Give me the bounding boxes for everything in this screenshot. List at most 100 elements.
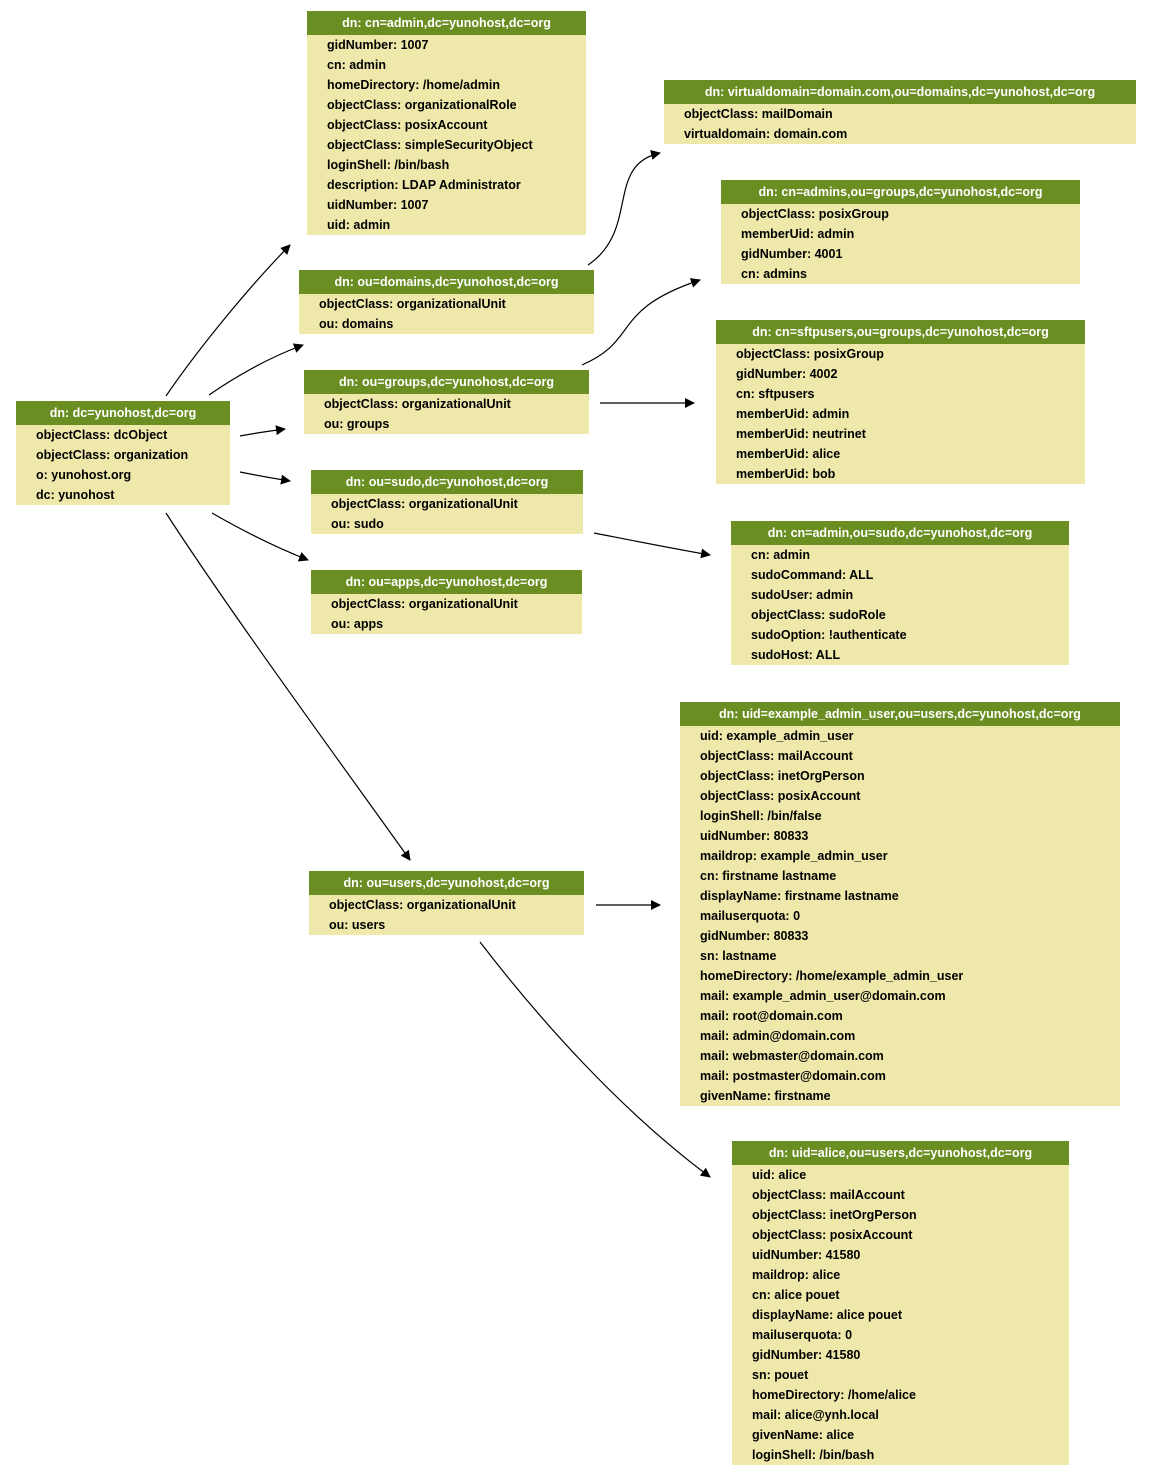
node-cn-admin-sudo: dn: cn=admin,ou=sudo,dc=yunohost,dc=org c…	[731, 521, 1069, 665]
node-attribute: homeDirectory: /home/example_admin_user	[700, 969, 964, 983]
node-attribute: objectClass: posixAccount	[752, 1228, 913, 1242]
node-attribute: homeDirectory: /home/alice	[752, 1388, 916, 1402]
node-attribute: objectClass: dcObject	[36, 428, 168, 442]
node-attribute: cn: admins	[741, 267, 807, 281]
node-attribute: gidNumber: 4001	[741, 247, 843, 261]
node-attribute: objectClass: organizationalUnit	[329, 898, 516, 912]
node-attribute: uidNumber: 80833	[700, 829, 809, 843]
node-attribute: objectClass: simpleSecurityObject	[327, 138, 533, 152]
node-dn-header: dn: ou=groups,dc=yunohost,dc=org	[304, 370, 589, 394]
node-attribute: gidNumber: 41580	[752, 1348, 861, 1362]
edge-root-to-ou-domains	[208, 343, 304, 396]
node-attribute: objectClass: mailAccount	[700, 749, 853, 763]
edge-ou-groups-to-cn-admins	[581, 278, 701, 366]
node-attribute: objectClass: inetOrgPerson	[752, 1208, 917, 1222]
node-attribute: objectClass: mailDomain	[684, 107, 833, 121]
node-cn-sftpusers: dn: cn=sftpusers,ou=groups,dc=yunohost,d…	[716, 320, 1085, 484]
node-attribute: uidNumber: 1007	[327, 198, 429, 212]
node-dn-header: dn: cn=sftpusers,ou=groups,dc=yunohost,d…	[716, 320, 1085, 344]
node-attribute: displayName: alice pouet	[752, 1308, 903, 1322]
node-attribute: objectClass: mailAccount	[752, 1188, 905, 1202]
node-virtualdomain: dn: virtualdomain=domain.com,ou=domains,…	[664, 80, 1136, 144]
node-attribute: cn: admin	[751, 548, 811, 562]
edge-ou-domains-to-virtualdomain	[587, 150, 661, 266]
node-attribute: cn: sftpusers	[736, 387, 815, 401]
edge-root-to-ou-groups	[239, 425, 286, 437]
node-attribute: mail: webmaster@domain.com	[700, 1049, 884, 1063]
node-dn-header: dn: virtualdomain=domain.com,ou=domains,…	[664, 80, 1136, 104]
node-attribute: description: LDAP Administrator	[327, 178, 521, 192]
node-attribute: objectClass: organizationalUnit	[319, 297, 506, 311]
node-attribute: sudoHost: ALL	[751, 648, 841, 662]
node-attribute: objectClass: posixAccount	[327, 118, 488, 132]
node-uid-alice: dn: uid=alice,ou=users,dc=yunohost,dc=or…	[732, 1141, 1069, 1465]
node-attribute: mail: root@domain.com	[700, 1009, 843, 1023]
node-dn-header: dn: uid=example_admin_user,ou=users,dc=y…	[680, 702, 1120, 726]
node-attribute: objectClass: posixGroup	[741, 207, 889, 221]
node-dn-header: dn: cn=admins,ou=groups,dc=yunohost,dc=o…	[721, 180, 1080, 204]
node-attribute: sn: pouet	[752, 1368, 809, 1382]
node-attribute: mailuserquota: 0	[752, 1328, 853, 1342]
node-dn-header: dn: ou=domains,dc=yunohost,dc=org	[299, 270, 594, 294]
node-attribute: memberUid: bob	[736, 467, 836, 481]
node-attribute: objectClass: posixAccount	[700, 789, 861, 803]
node-attribute: objectClass: organizationalRole	[327, 98, 517, 112]
node-dn-header: dn: dc=yunohost,dc=org	[16, 401, 230, 425]
node-attribute: loginShell: /bin/bash	[327, 158, 450, 172]
node-attribute: givenName: firstname	[700, 1089, 831, 1103]
node-dn-header: dn: cn=admin,ou=sudo,dc=yunohost,dc=org	[731, 521, 1069, 545]
node-attribute: mail: postmaster@domain.com	[700, 1069, 886, 1083]
node-attribute: objectClass: inetOrgPerson	[700, 769, 865, 783]
node-attribute: sudoOption: !authenticate	[751, 628, 907, 642]
node-attribute: givenName: alice	[752, 1428, 855, 1442]
node-attribute: mailuserquota: 0	[700, 909, 801, 923]
node-attribute: objectClass: posixGroup	[736, 347, 884, 361]
edge-root-to-ou-sudo	[239, 471, 291, 485]
edge-root-to-cn-admin	[165, 244, 291, 397]
node-attribute: ou: users	[329, 918, 386, 932]
node-attribute: uid: alice	[752, 1168, 807, 1182]
node-attribute: objectClass: sudoRole	[751, 608, 886, 622]
node-attribute: objectClass: organization	[36, 448, 189, 462]
node-attribute: displayName: firstname lastname	[700, 889, 899, 903]
node-attribute: memberUid: admin	[741, 227, 855, 241]
node-dn-header: dn: ou=apps,dc=yunohost,dc=org	[311, 570, 582, 594]
node-attribute: maildrop: alice	[752, 1268, 841, 1282]
node-attribute: objectClass: organizationalUnit	[324, 397, 511, 411]
node-attribute: mail: alice@ynh.local	[752, 1408, 879, 1422]
node-attribute: uidNumber: 41580	[752, 1248, 861, 1262]
node-attribute: cn: alice pouet	[752, 1288, 840, 1302]
node-dn-header: dn: ou=sudo,dc=yunohost,dc=org	[311, 470, 583, 494]
node-attribute: ou: domains	[319, 317, 394, 331]
node-attribute: ou: apps	[331, 617, 384, 631]
node-attribute: sudoCommand: ALL	[751, 568, 874, 582]
node-ou-users: dn: ou=users,dc=yunohost,dc=org objectCla…	[309, 871, 584, 935]
node-attribute: dc: yunohost	[36, 488, 115, 502]
node-attribute: cn: firstname lastname	[700, 869, 837, 883]
node-attribute: ou: sudo	[331, 517, 384, 531]
node-ou-apps: dn: ou=apps,dc=yunohost,dc=org objectClas…	[311, 570, 582, 634]
edge-root-to-ou-users	[165, 512, 411, 861]
node-dn-header: dn: cn=admin,dc=yunohost,dc=org	[307, 11, 586, 35]
node-attribute: mail: example_admin_user@domain.com	[700, 989, 946, 1003]
node-attribute: o: yunohost.org	[36, 468, 132, 482]
node-attribute: ou: groups	[324, 417, 390, 431]
node-ou-domains: dn: ou=domains,dc=yunohost,dc=org objectC…	[299, 270, 594, 334]
node-attribute: mail: admin@domain.com	[700, 1029, 856, 1043]
node-uid-example-admin: dn: uid=example_admin_user,ou=users,dc=y…	[680, 702, 1120, 1106]
node-attribute: gidNumber: 4002	[736, 367, 838, 381]
node-attribute: memberUid: alice	[736, 447, 841, 461]
edge-ou-sudo-to-cn-admin-sudo	[593, 532, 711, 559]
node-attribute: virtualdomain: domain.com	[684, 127, 848, 141]
node-dn-header: dn: uid=alice,ou=users,dc=yunohost,dc=or…	[732, 1141, 1069, 1165]
node-attribute: sn: lastname	[700, 949, 777, 963]
node-attribute: gidNumber: 1007	[327, 38, 429, 52]
node-attribute: maildrop: example_admin_user	[700, 849, 888, 863]
node-attribute: uid: admin	[327, 218, 391, 232]
edge-root-to-ou-apps	[211, 512, 309, 562]
node-dn-header: dn: ou=users,dc=yunohost,dc=org	[309, 871, 584, 895]
node-attribute: objectClass: organizationalUnit	[331, 597, 518, 611]
node-cn-admin: dn: cn=admin,dc=yunohost,dc=org gidNumber…	[307, 11, 586, 235]
